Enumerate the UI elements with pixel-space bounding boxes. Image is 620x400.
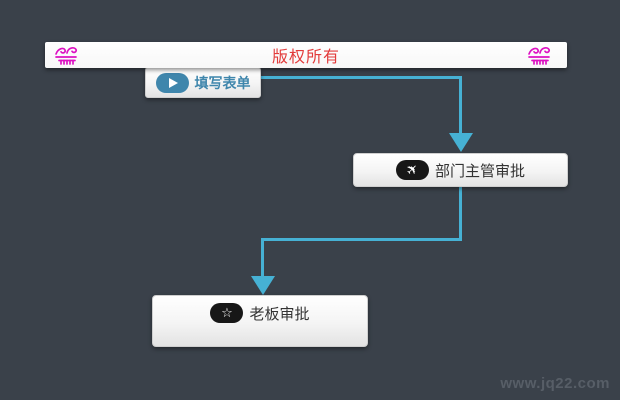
node-label: 老板审批: [249, 306, 310, 323]
connector-1-vertical: [459, 76, 462, 134]
node-label: 填写表单: [194, 74, 251, 91]
wind-icon: [54, 45, 81, 66]
arrowhead-down-icon: [449, 133, 473, 152]
connector-1-horizontal: [258, 76, 462, 79]
arrowhead-down-icon: [251, 276, 275, 295]
play-triangle-icon: [168, 77, 178, 88]
copyright-banner: 版权所有: [45, 42, 567, 68]
connector-2-vertical-bottom: [261, 238, 264, 277]
wind-icon: [527, 45, 554, 66]
node-label: 部门主管审批: [434, 162, 525, 180]
plane-icon: ✈: [395, 160, 429, 180]
copyright-text: 版权所有: [271, 49, 340, 66]
star-icon: ☆: [210, 303, 244, 323]
watermark: www.jq22.com: [500, 375, 610, 392]
connector-2-horizontal: [261, 238, 462, 241]
node-dept-approval[interactable]: ✈ 部门主管审批: [353, 153, 568, 187]
connector-2-vertical-top: [459, 187, 462, 241]
play-icon: [155, 72, 189, 93]
node-fill-form[interactable]: 填写表单: [145, 67, 261, 98]
node-boss-approval[interactable]: ☆ 老板审批: [152, 295, 368, 347]
